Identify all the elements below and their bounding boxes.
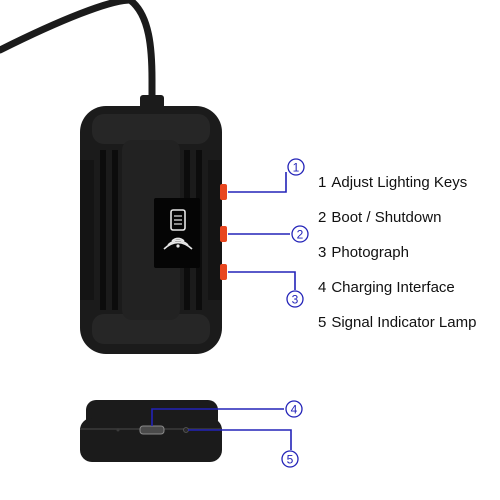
power-button[interactable] bbox=[220, 226, 227, 242]
legend-number: 2 bbox=[318, 209, 327, 226]
legend-label: Photograph bbox=[331, 244, 409, 261]
legend-number: 3 bbox=[318, 244, 327, 261]
device-rim-bottom bbox=[92, 314, 210, 344]
callout-lines bbox=[151, 172, 296, 450]
callout-marker-2-ring bbox=[291, 225, 309, 243]
legend-number: 1 bbox=[318, 174, 327, 191]
callout-line-3 bbox=[228, 271, 296, 290]
device-front bbox=[80, 106, 227, 354]
legend-label: Boot / Shutdown bbox=[331, 209, 442, 226]
callout-line-5 bbox=[188, 429, 292, 450]
wifi-signal-icon bbox=[163, 209, 193, 250]
cable-strain-relief bbox=[140, 95, 164, 109]
callout-marker-2: 2 bbox=[297, 228, 304, 242]
cable bbox=[0, 0, 156, 104]
signal-indicator-lamp bbox=[183, 427, 189, 433]
device-rim-top bbox=[92, 114, 210, 144]
legend-label: Adjust Lighting Keys bbox=[331, 174, 468, 191]
callout-marker-4-ring bbox=[285, 400, 303, 418]
device-screen bbox=[154, 198, 200, 268]
groove bbox=[112, 150, 118, 310]
charging-port[interactable] bbox=[139, 425, 165, 435]
callout-line-1 bbox=[228, 172, 287, 193]
device-bottom-body bbox=[80, 418, 222, 462]
center-panel bbox=[122, 140, 180, 320]
legend-number: 5 bbox=[318, 314, 327, 331]
callout-marker-1-ring bbox=[287, 158, 305, 176]
callout-line-4 bbox=[151, 408, 284, 426]
groove bbox=[100, 150, 106, 310]
callout-marker-5-ring bbox=[281, 450, 299, 468]
callout-marker-3-ring bbox=[286, 290, 304, 308]
legend-label: Signal Indicator Lamp bbox=[331, 314, 477, 331]
device-side-left bbox=[80, 160, 94, 300]
legend-label: Charging Interface bbox=[331, 279, 455, 296]
callout-marker-3: 3 bbox=[292, 293, 299, 307]
callout-marker-1: 1 bbox=[293, 161, 300, 175]
callout-markers: 1 2 3 4 5 bbox=[281, 158, 309, 468]
callout-marker-4: 4 bbox=[291, 403, 298, 417]
legend-number: 4 bbox=[318, 279, 327, 296]
bottom-dot bbox=[116, 428, 120, 432]
device-side-right bbox=[208, 160, 222, 300]
callout-marker-5: 5 bbox=[287, 453, 294, 467]
lighting-key-button[interactable] bbox=[220, 184, 227, 200]
photograph-button[interactable] bbox=[220, 264, 227, 280]
